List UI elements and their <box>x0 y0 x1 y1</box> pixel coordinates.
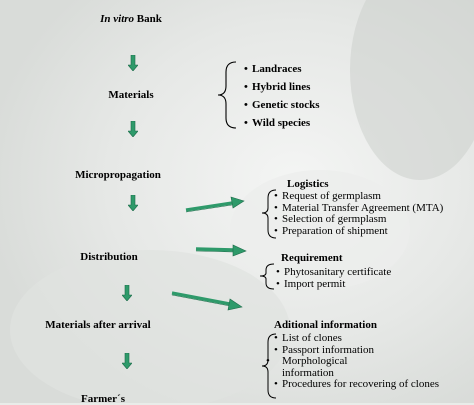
flow-arrow-down-4 <box>122 285 132 301</box>
requirement-list: •Phytosanitary certificate •Import permi… <box>276 266 392 290</box>
list-item: •Request of germplasm <box>274 190 381 202</box>
list-item: •Procedures for recovering of clones <box>274 378 439 390</box>
list-item: •Genetic stocks <box>244 99 320 111</box>
brace-logistics <box>261 189 277 239</box>
node-materials: Materials <box>108 89 154 101</box>
node-materials-after-arrival: Materials after arrival <box>45 319 151 331</box>
arrow-to-requirement <box>195 244 247 257</box>
list-item: •Landraces <box>244 63 302 75</box>
brace-materials <box>217 61 237 129</box>
node-micropropagation: Micropropagation <box>75 169 161 181</box>
list-item: •Material Transfer Agreement (MTA) <box>274 201 444 214</box>
brace-additional <box>261 333 277 399</box>
additional-list: •List of clones •Passport information •M… <box>266 332 470 391</box>
arrow-to-additional <box>171 291 243 311</box>
flow-arrow-down-5 <box>122 353 132 369</box>
node-in-vitro-bank: In vitro Bank <box>68 13 194 25</box>
node-distribution: Distribution <box>80 251 138 263</box>
arrow-to-logistics <box>185 196 245 213</box>
node-in-vitro-rest: Bank <box>134 13 162 25</box>
flow-arrow-down-1 <box>128 55 138 71</box>
list-item: •Import permit <box>276 277 346 290</box>
logistics-list: •Request of germplasm •Material Transfer… <box>274 190 444 237</box>
node-farmers: Farmer´s <box>81 393 125 405</box>
list-item: •Morphological information <box>266 355 348 379</box>
list-item: •Preparation of shipment <box>274 224 388 237</box>
flow-arrow-down-3 <box>128 195 138 211</box>
materials-list: •Landraces •Hybrid lines •Genetic stocks… <box>244 60 320 132</box>
logistics-title: Logistics <box>287 178 329 190</box>
list-item: •Phytosanitary certificate <box>276 266 392 278</box>
flow-arrow-down-2 <box>128 121 138 137</box>
list-item: •List of clones <box>274 332 342 344</box>
brace-requirement <box>259 263 275 290</box>
node-in-vitro-emph: In vitro <box>100 13 135 25</box>
list-item: •Wild species <box>244 117 311 129</box>
list-item: •Passport information <box>274 343 374 356</box>
list-item: •Selection of germplasm <box>274 213 387 225</box>
list-item: •Hybrid lines <box>244 81 311 93</box>
requirement-title: Requirement <box>281 252 343 264</box>
additional-title: Aditional information <box>274 319 377 331</box>
